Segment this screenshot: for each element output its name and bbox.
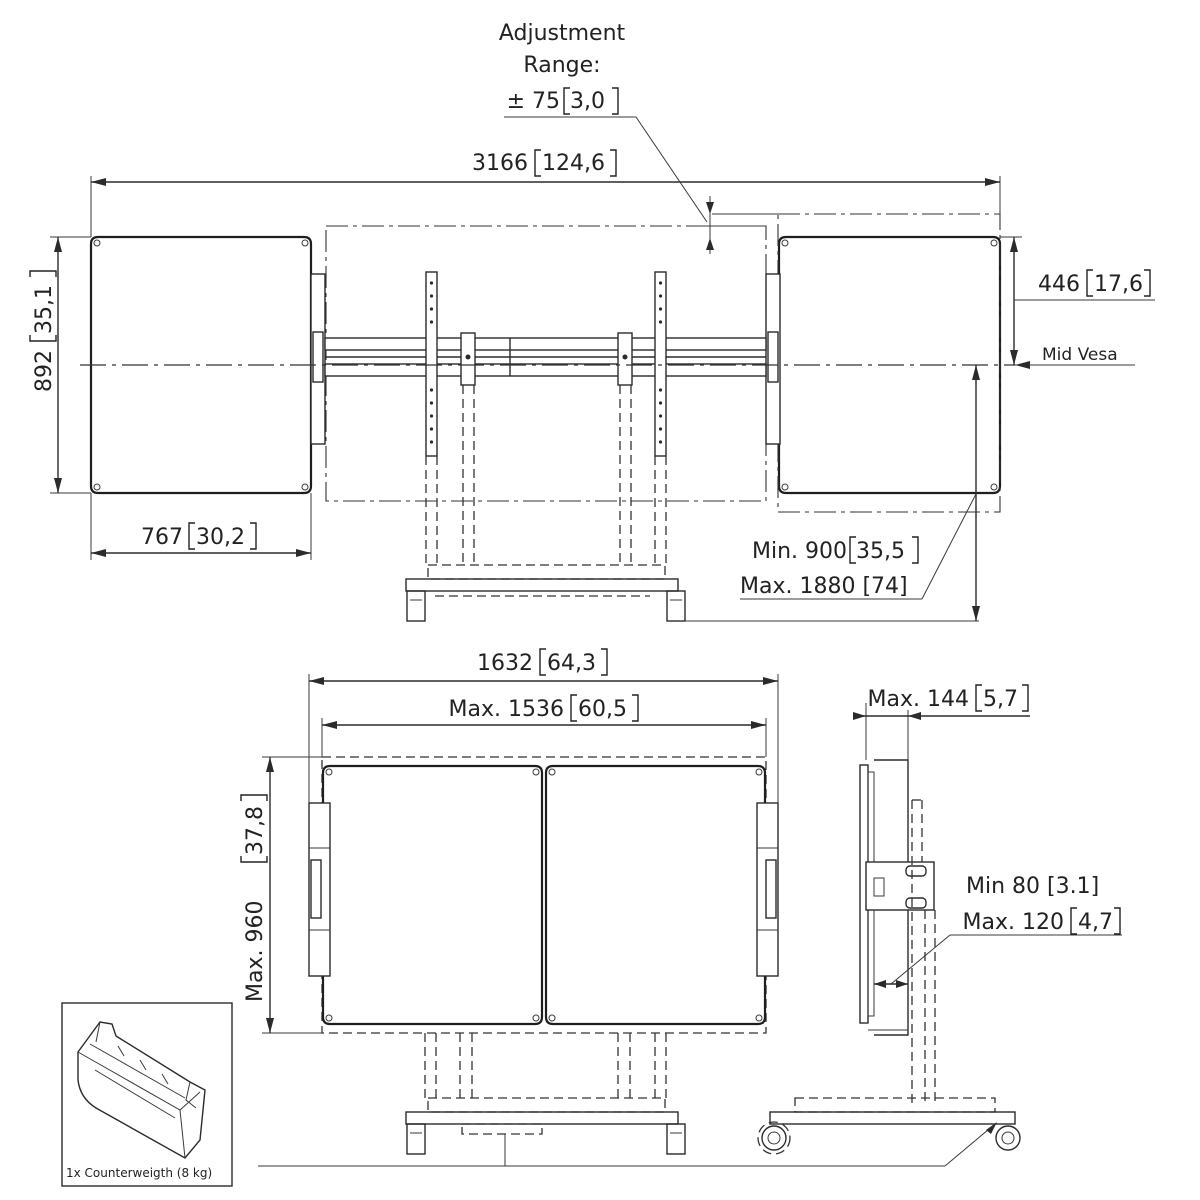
front-right-caster: [666, 1123, 686, 1155]
left-screen-outline: [89, 235, 313, 495]
front-view: 1632 64,3 Max. 1536 60,5 Max. 960 37,8: [240, 648, 779, 1155]
right-screen-outline: [777, 235, 1002, 495]
counterweight-slot: [461, 1123, 543, 1135]
top-view: 3166 124,6 Adjustment Range: ± 75 3,0 89…: [29, 21, 1155, 622]
total-width-bracket: 124,6: [542, 151, 605, 176]
base-frame: [427, 564, 666, 580]
vesa-envelope: [321, 756, 767, 1034]
adjustment-value: ± 75: [507, 89, 560, 114]
counterweight-inset: 1x Counterweigth (8 kg): [61, 1002, 997, 1187]
left-vesa-arm: [425, 271, 438, 457]
front-width-bracket: 64,3: [547, 651, 596, 676]
left-caster: [406, 590, 426, 622]
min-height-bracket: 35,5: [856, 539, 905, 564]
panel-width-bracket: 30,2: [196, 525, 245, 550]
total-width-value: 3166: [472, 151, 528, 176]
front-left-screen: [321, 764, 544, 1026]
counterweight-caption: 1x Counterweigth (8 kg): [66, 1166, 212, 1180]
counterweight-illustration: [77, 1021, 206, 1159]
front-width-value: 1632: [477, 651, 533, 676]
mid-vesa-label: Mid Vesa: [1042, 345, 1118, 365]
base-plate: [405, 578, 679, 592]
front-left-caster: [406, 1123, 426, 1155]
side-right-wheel: [995, 1125, 1021, 1151]
side-base-frame: [794, 1097, 996, 1113]
side-depth-value: Max. 144: [868, 687, 969, 712]
front-right-screen: [544, 764, 767, 1026]
min-height-value: Min. 900: [752, 539, 847, 564]
wall-max-bracket: 4,7: [1078, 910, 1113, 935]
adjustment-envelope-right: [777, 213, 1001, 513]
adjustment-bracket: 3,0: [570, 89, 605, 114]
upper-rail: [324, 337, 767, 351]
side-depth-bracket: 5,7: [983, 687, 1018, 712]
wall-max-value: Max. 120: [963, 910, 1064, 935]
max-height-text: Max. 1880 [74]: [740, 574, 908, 599]
height-bracket: 35,1: [32, 285, 57, 334]
side-left-wheel: [761, 1125, 787, 1151]
right-caster: [666, 590, 686, 622]
vesa-width-value: Max. 1536: [449, 697, 564, 722]
vesa-height-value: Max. 960: [243, 901, 268, 1002]
adjustment-title-line2: Range:: [523, 53, 600, 78]
half-height-value: 446: [1038, 272, 1080, 297]
half-height-bracket: 17,6: [1094, 272, 1143, 297]
adjustment-title-line1: Adjustment: [499, 21, 626, 46]
panel-width-value: 767: [141, 525, 183, 550]
front-base-plate: [405, 1111, 679, 1125]
wall-min-text: Min 80 [3.1]: [966, 874, 1099, 899]
right-vesa-arm: [654, 271, 667, 457]
vesa-width-bracket: 60,5: [578, 697, 627, 722]
counterweight-frame: [61, 1002, 233, 1187]
height-value: 892: [32, 350, 57, 392]
front-base-frame: [427, 1097, 666, 1113]
side-base-plate: [769, 1111, 1016, 1125]
side-view: Max. 144 5,7 Min 80 [3.1] Max. 120 4,7: [757, 684, 1122, 1155]
vesa-height-bracket: 37,8: [243, 806, 268, 855]
lower-rail: [324, 363, 767, 377]
